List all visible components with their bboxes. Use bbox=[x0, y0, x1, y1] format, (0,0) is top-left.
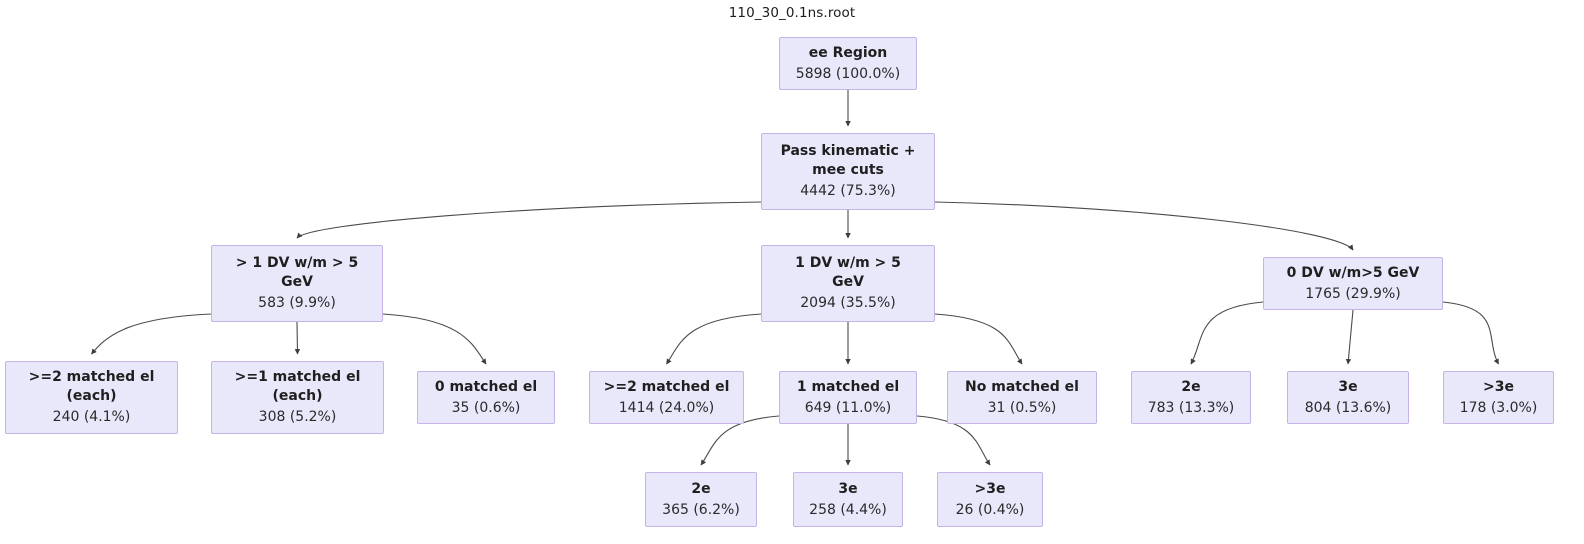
node-stat: 4442 (75.3%) bbox=[800, 183, 896, 199]
node-one_match[interactable]: 1 matched el 649 (11.0%) bbox=[779, 371, 917, 424]
edge-dv_gt1-to-ge1_each bbox=[294, 321, 301, 355]
edge-dv_gt1-to-ge2_each bbox=[91, 313, 212, 355]
node-label: 1 DV w/m > 5 GeV bbox=[795, 255, 901, 290]
node-stat: 258 (4.4%) bbox=[809, 501, 887, 518]
node-label: 1 matched el bbox=[796, 378, 900, 395]
node-m_gt3e[interactable]: >3e 26 (0.4%) bbox=[937, 472, 1043, 527]
node-label: 3e bbox=[1338, 378, 1358, 395]
node-stat: 804 (13.6%) bbox=[1304, 399, 1392, 416]
node-no_match[interactable]: No matched el 31 (0.5%) bbox=[947, 371, 1097, 424]
node-label: >=1 matched el (each) bbox=[234, 369, 361, 404]
node-dv_eq0[interactable]: 0 DV w/m>5 GeV 1765 (29.9%) bbox=[1263, 257, 1443, 310]
node-stat: 240 (4.1%) bbox=[52, 409, 131, 425]
node-label: 3e bbox=[838, 480, 858, 497]
node-stat: 583 (9.9%) bbox=[258, 295, 336, 311]
node-label: >=2 matched el (each) bbox=[28, 369, 155, 404]
node-kin[interactable]: Pass kinematic + mee cuts 4442 (75.3%) bbox=[761, 133, 935, 210]
edge-dv_eq0-to-r_3e bbox=[1345, 309, 1354, 365]
node-zero_match[interactable]: 0 matched el 35 (0.6%) bbox=[417, 371, 555, 424]
node-stat: 35 (0.6%) bbox=[451, 399, 521, 416]
node-stat: 649 (11.0%) bbox=[804, 399, 892, 416]
edge-dv_eq0-to-r_2e bbox=[1190, 301, 1264, 365]
node-label: 0 DV w/m>5 GeV bbox=[1286, 264, 1420, 281]
node-label: 2e bbox=[691, 480, 711, 497]
edge-dv_gt1-to-zero_match bbox=[382, 313, 487, 365]
node-label: 0 matched el bbox=[434, 378, 538, 395]
node-stat: 178 (3.0%) bbox=[1459, 399, 1538, 416]
node-stat: 2094 (35.5%) bbox=[800, 295, 896, 311]
node-stat: 5898 (100.0%) bbox=[795, 65, 901, 82]
node-label: Pass kinematic + mee cuts bbox=[780, 143, 916, 178]
node-stat: 26 (0.4%) bbox=[955, 501, 1025, 518]
node-label: 2e bbox=[1181, 378, 1201, 395]
edge-kin-to-dv_gt1 bbox=[296, 201, 762, 239]
node-stat: 365 (6.2%) bbox=[662, 501, 740, 518]
node-stat: 31 (0.5%) bbox=[987, 399, 1057, 416]
node-dv_gt1[interactable]: > 1 DV w/m > 5 GeV 583 (9.9%) bbox=[211, 245, 383, 322]
node-ge2_each[interactable]: >=2 matched el (each) 240 (4.1%) bbox=[5, 361, 178, 434]
edge-dv_eq1-to-ge2_match bbox=[666, 313, 762, 365]
node-label: ee Region bbox=[808, 44, 888, 61]
node-m_2e[interactable]: 2e 365 (6.2%) bbox=[645, 472, 757, 527]
node-label: >3e bbox=[1483, 378, 1514, 395]
node-ge1_each[interactable]: >=1 matched el (each) 308 (5.2%) bbox=[211, 361, 384, 434]
node-label: >3e bbox=[974, 480, 1006, 497]
node-stat: 783 (13.3%) bbox=[1147, 399, 1235, 416]
node-label: No matched el bbox=[965, 378, 1079, 395]
node-r_3e[interactable]: 3e 804 (13.6%) bbox=[1287, 371, 1409, 424]
node-dv_eq1[interactable]: 1 DV w/m > 5 GeV 2094 (35.5%) bbox=[761, 245, 935, 322]
edge-kin-to-dv_eq0 bbox=[934, 201, 1354, 251]
node-root[interactable]: ee Region 5898 (100.0%) bbox=[779, 37, 917, 90]
node-stat: 1765 (29.9%) bbox=[1305, 285, 1401, 302]
node-stat: 1414 (24.0%) bbox=[618, 399, 715, 416]
node-stat: 308 (5.2%) bbox=[258, 409, 337, 425]
node-m_3e[interactable]: 3e 258 (4.4%) bbox=[793, 472, 903, 527]
node-r_2e[interactable]: 2e 783 (13.3%) bbox=[1131, 371, 1251, 424]
node-r_gt3e[interactable]: >3e 178 (3.0%) bbox=[1443, 371, 1554, 424]
node-label: >=2 matched el bbox=[603, 378, 730, 395]
node-label: > 1 DV w/m > 5 GeV bbox=[235, 255, 359, 290]
edge-dv_eq1-to-no_match bbox=[934, 313, 1023, 365]
node-ge2_match[interactable]: >=2 matched el 1414 (24.0%) bbox=[589, 371, 744, 424]
edge-dv_eq0-to-r_gt3e bbox=[1442, 301, 1499, 365]
diagram-title: 110_30_0.1ns.root bbox=[728, 5, 856, 21]
